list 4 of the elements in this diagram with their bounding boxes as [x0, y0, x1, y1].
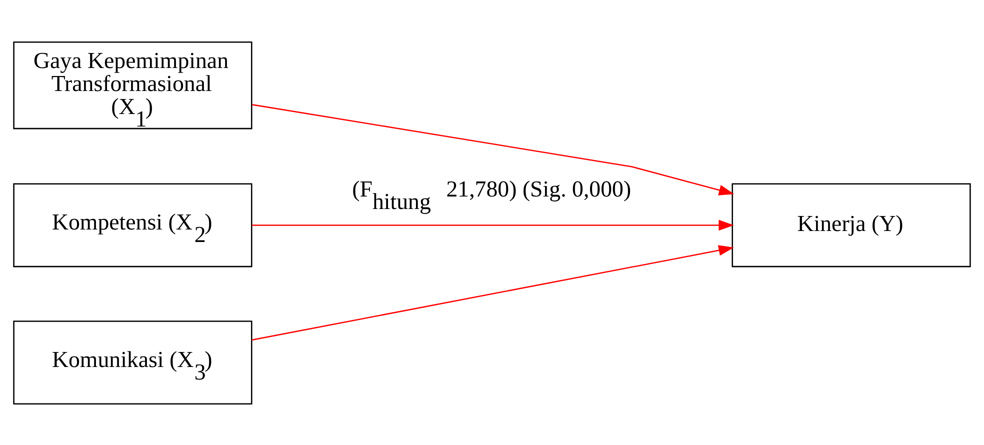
arrow — [252, 244, 734, 340]
arrow — [252, 219, 734, 230]
node-box: Kinerja (Y) — [732, 182, 971, 267]
arrow — [252, 104, 734, 195]
